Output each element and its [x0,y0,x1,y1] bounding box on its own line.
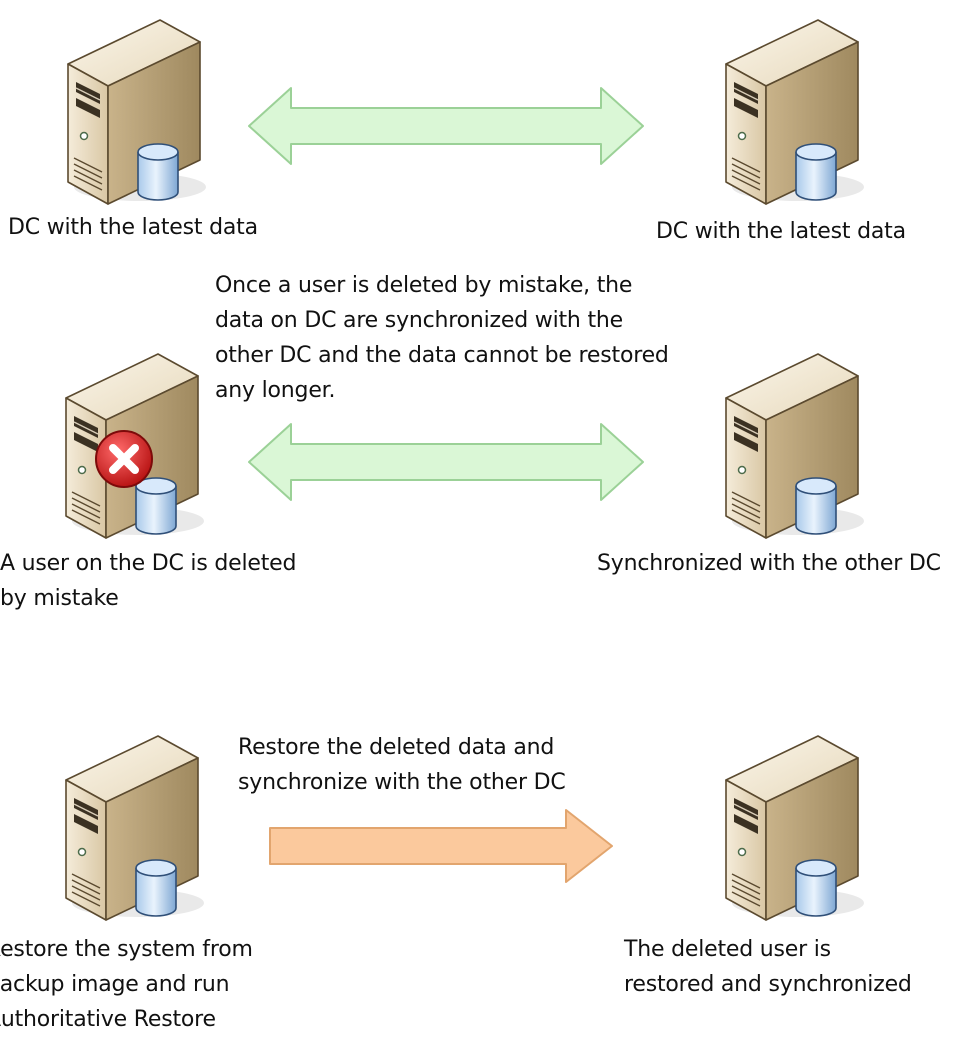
row3-left-label: Restore the system from backup image and… [0,937,253,1032]
row1-left-label: DC with the latest data [8,215,258,240]
server-icon [718,346,868,546]
server-icon [718,728,868,928]
double-arrow-icon [245,420,647,504]
server-icon [58,728,208,928]
row1-right-label: DC with the latest data [656,219,906,244]
row2-note: Once a user is deleted by mistake, the d… [215,273,669,403]
row2-right-label: Synchronized with the other DC [597,551,941,576]
error-x-icon [93,428,155,490]
double-arrow-icon [245,84,647,168]
row3-note: Restore the deleted data and synchronize… [238,735,566,795]
server-icon [718,12,868,212]
row3-right-label: The deleted user is restored and synchro… [624,937,912,997]
server-icon [60,12,210,212]
row2-left-label: A user on the DC is deleted by mistake [0,551,297,611]
right-arrow-icon [266,806,616,886]
